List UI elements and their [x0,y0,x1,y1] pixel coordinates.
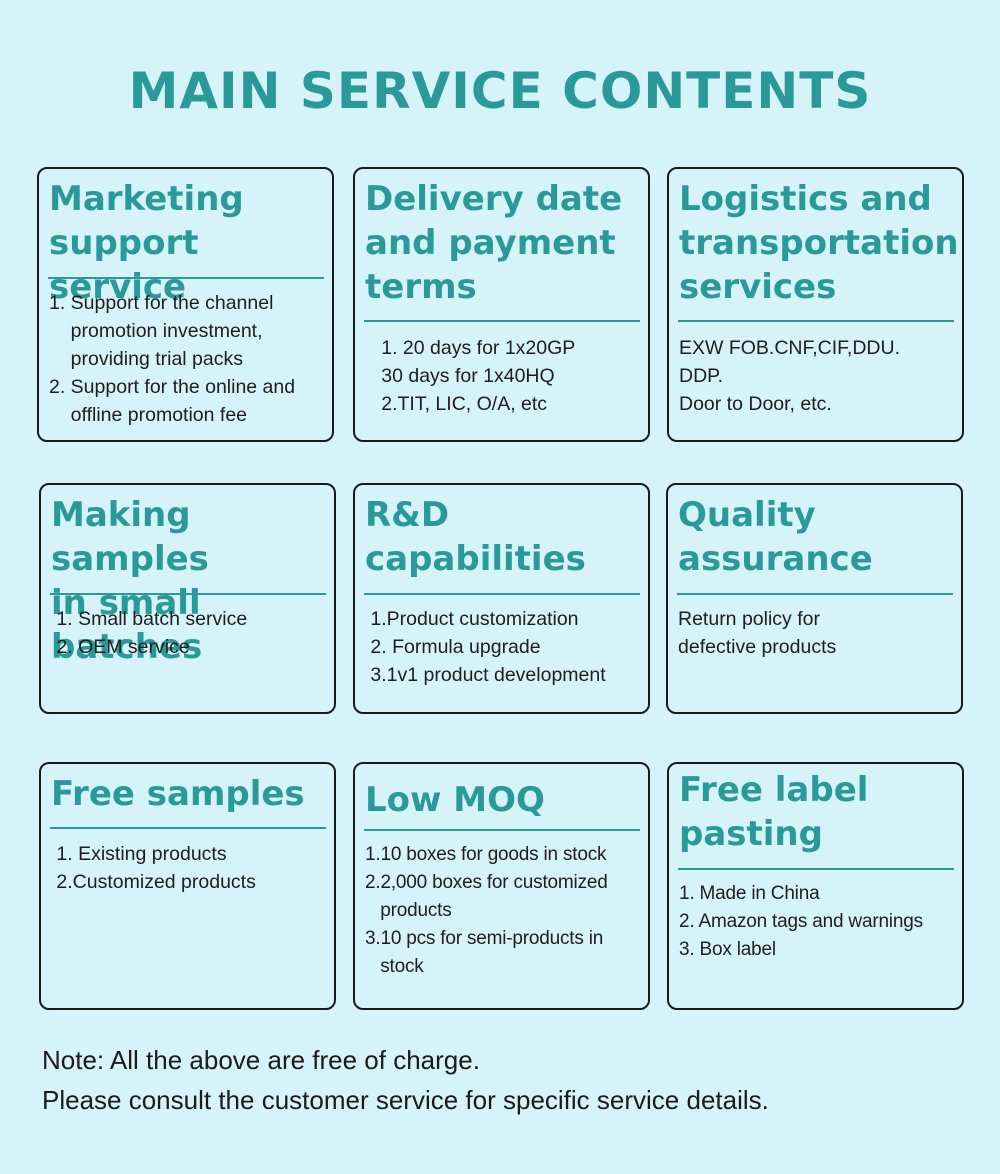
card-line: promotion investment, [49,320,263,342]
card-heading: Free label pasting [679,770,869,854]
card-line: products [365,900,452,921]
card-divider [677,593,953,595]
note-consult-service: Please consult the customer service for … [42,1085,769,1115]
card-heading: Marketing support service [49,179,244,307]
card-line: 1. Support for the channel [49,292,274,314]
card-body: Return policy for defective products [678,605,957,661]
card-line: 2. Support for the online and [49,376,296,398]
card-heading: Logistics and transportation services [679,179,959,307]
card-line: 1. Existing products [51,843,227,865]
card-line: providing trial packs [49,348,244,370]
card-heading: Quality assurance [678,495,873,579]
card-divider [678,868,954,870]
card-line: 2. OEM service [51,636,190,658]
card-line: 1. Made in China [679,883,820,904]
card-line: Return policy for [678,608,820,630]
card-heading: Low MOQ [365,780,545,820]
card-line: Door to Door, etc. [679,393,832,415]
card-divider [678,320,954,322]
card-body: 1. Small batch service 2. OEM service [51,605,330,661]
card-rnd-capabilities: R&D capabilities 1.Product customization… [353,483,650,714]
card-body: 1.10 boxes for goods in stock 2.2,000 bo… [365,841,644,981]
card-heading: Making samples in small batches [51,495,209,667]
card-heading: Free samples [51,774,305,814]
card-free-label-pasting: Free label pasting 1. Made in China 2. A… [667,762,964,1010]
card-heading: R&D capabilities [365,495,586,579]
card-body: 1. Existing products 2.Customized produc… [51,840,330,896]
card-line: 2.2,000 boxes for customized [365,872,608,893]
card-line: 1. 20 days for 1x20GP [365,337,576,359]
card-quality-assurance: Quality assurance Return policy for defe… [666,483,963,714]
card-line: stock [365,956,424,977]
card-divider [48,277,324,279]
card-line: EXW FOB.CNF,CIF,DDU. [679,337,901,359]
card-heading: Delivery date and payment terms [365,179,623,307]
card-divider [364,593,640,595]
card-line: 2.TIT, LIC, O/A, etc [365,393,548,415]
card-line: defective products [678,636,837,658]
card-line: 1. Small batch service [51,608,248,630]
card-line: 3.1v1 product development [365,664,606,686]
card-body: 1. Made in China 2. Amazon tags and warn… [679,880,958,964]
page-title: MAIN SERVICE CONTENTS [128,62,872,120]
card-line: 1.Product customization [365,608,579,630]
card-line: 2.Customized products [51,871,256,893]
card-marketing-support: Marketing support service 1. Support for… [37,167,334,442]
card-making-samples: Making samples in small batches 1. Small… [39,483,336,714]
card-free-samples: Free samples 1. Existing products 2.Cust… [39,762,336,1010]
card-line: 2. Amazon tags and warnings [679,911,923,932]
card-body: 1. Support for the channel promotion inv… [49,289,328,429]
card-line: 30 days for 1x40HQ [365,365,555,387]
card-line: 1.10 boxes for goods in stock [365,844,607,865]
card-divider [364,320,640,322]
card-body: 1. 20 days for 1x20GP 30 days for 1x40HQ… [365,334,644,418]
card-line: 2. Formula upgrade [365,636,541,658]
card-body: 1.Product customization 2. Formula upgra… [365,605,644,689]
card-body: EXW FOB.CNF,CIF,DDU. DDP. Door to Door, … [679,334,958,418]
card-line: 3.10 pcs for semi-products in [365,928,604,949]
card-delivery-payment: Delivery date and payment terms 1. 20 da… [353,167,650,442]
card-low-moq: Low MOQ 1.10 boxes for goods in stock 2.… [353,762,650,1010]
card-divider [50,593,326,595]
card-divider [364,829,640,831]
card-divider [50,827,326,829]
card-line: 3. Box label [679,939,776,960]
card-line: DDP. [679,365,724,387]
note-free-of-charge: Note: All the above are free of charge. [42,1045,480,1075]
card-logistics: Logistics and transportation services EX… [667,167,964,442]
card-line: offline promotion fee [49,404,248,426]
